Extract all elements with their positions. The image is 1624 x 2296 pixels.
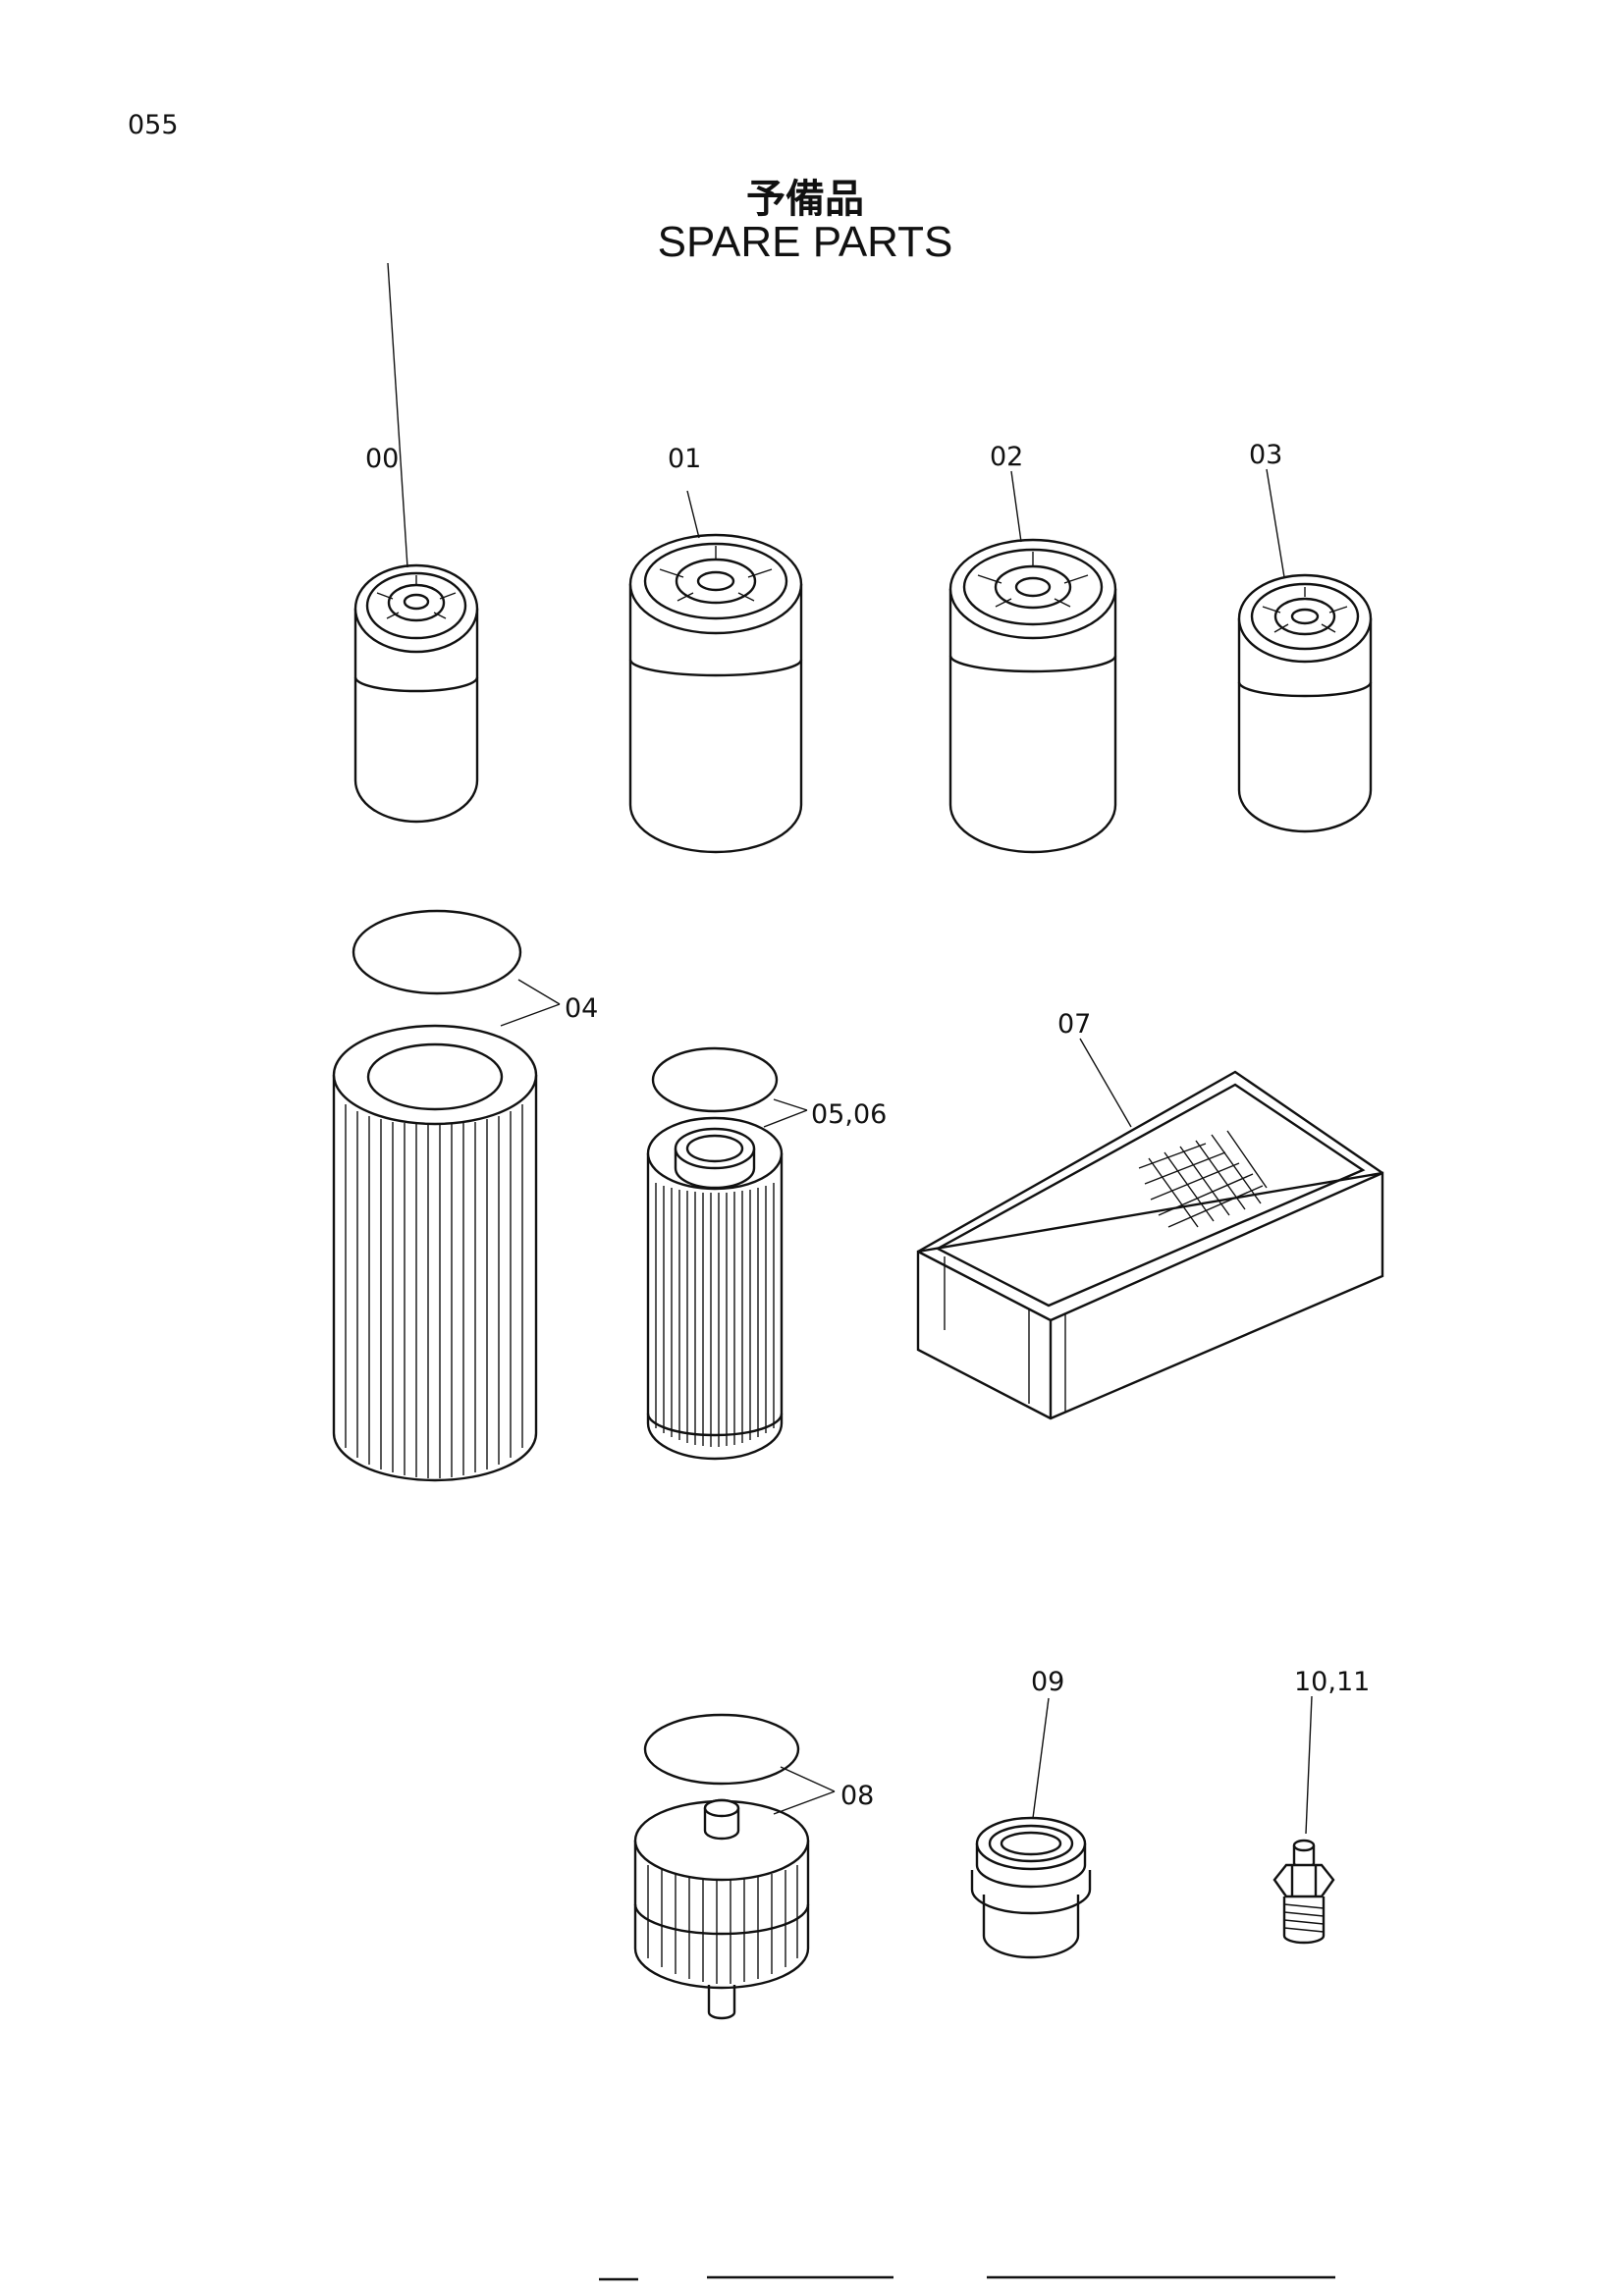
spin-on-filter-00 — [353, 262, 479, 824]
callout-04: 04 — [565, 993, 598, 1024]
callout-08: 08 — [840, 1781, 874, 1811]
spin-on-filter-02 — [948, 470, 1117, 854]
callout-02: 02 — [990, 442, 1023, 472]
page-title-japanese: 予備品 — [746, 177, 864, 222]
callout-01: 01 — [668, 444, 701, 474]
grease-nipple-10-11 — [1272, 1695, 1335, 1945]
callout-03: 03 — [1249, 440, 1282, 470]
page-title-english: SPARE PARTS — [657, 218, 953, 266]
filter-element-08 — [633, 1713, 836, 2020]
page-number: 055 — [128, 110, 179, 140]
callout-05-06: 05,06 — [811, 1099, 887, 1130]
filter-element-04 — [332, 909, 561, 1482]
callout-09: 09 — [1031, 1667, 1064, 1697]
filter-element-05-06 — [646, 1046, 808, 1461]
spin-on-filter-01 — [628, 490, 803, 854]
panel-filter-07 — [916, 1038, 1384, 1420]
callout-10-11: 10,11 — [1294, 1667, 1370, 1697]
callout-07: 07 — [1057, 1009, 1091, 1040]
spin-on-filter-03 — [1237, 468, 1373, 833]
callout-00: 00 — [365, 444, 399, 474]
cap-09 — [970, 1697, 1092, 1959]
bottom-edge-marks — [599, 2275, 1335, 2281]
